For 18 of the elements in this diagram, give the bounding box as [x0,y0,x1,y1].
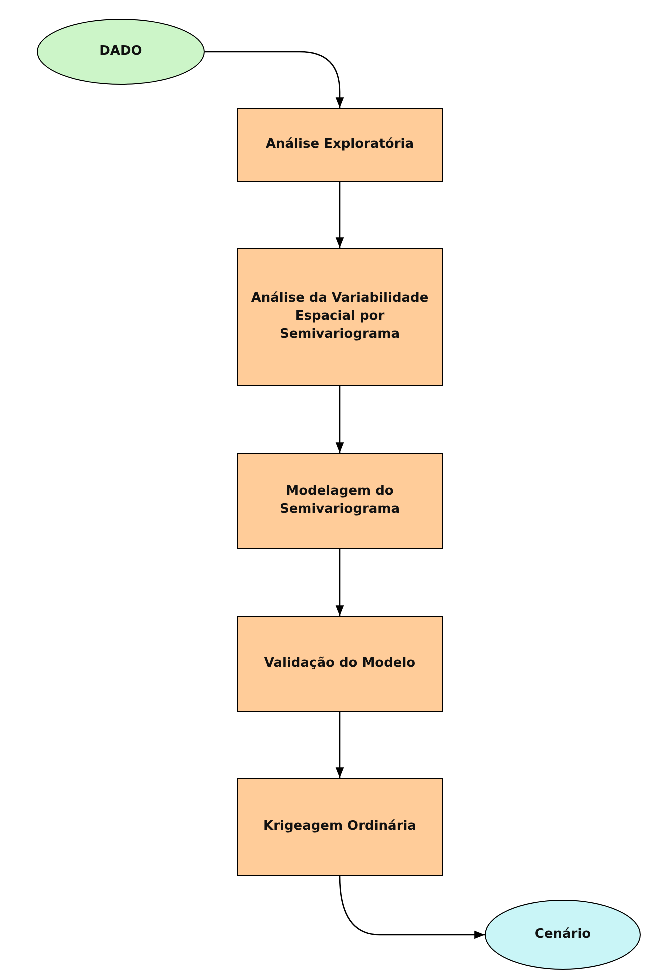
node-label: DADO [100,42,142,61]
arrow [336,549,344,616]
node-label: Validação do Modelo [264,654,416,673]
node-label: Krigeagem Ordinária [264,818,416,836]
arrow [336,386,344,453]
process-box [237,108,443,182]
arrow [336,712,344,778]
node-label: Modelagem do Semivariograma [278,482,402,519]
node-label: Análise Exploratória [266,136,414,154]
process-box [237,778,443,876]
node-label: Cenário [534,926,592,944]
process-box [237,453,443,549]
process-box [237,248,443,386]
process-box [237,616,443,712]
arrow [205,51,344,108]
arrow [339,876,485,940]
arrow [336,182,344,248]
node-label: Análise da Variabilidade Espacial por Semivariograma [250,290,430,344]
